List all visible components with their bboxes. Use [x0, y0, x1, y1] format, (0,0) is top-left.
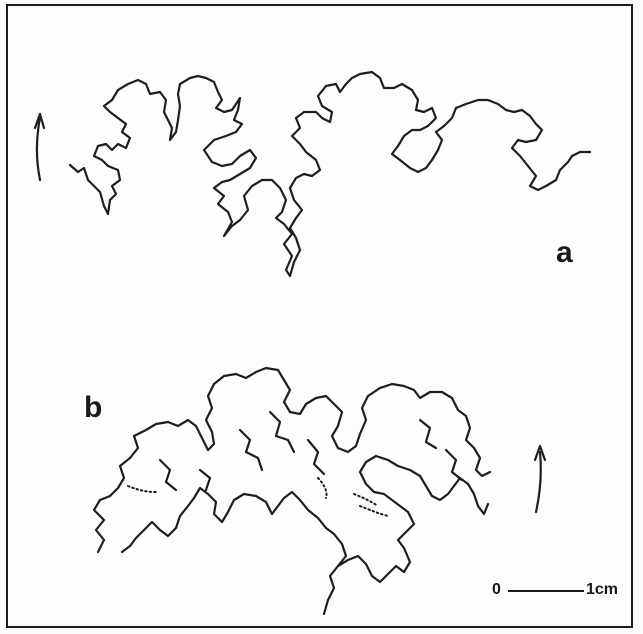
panel-label-a: a [556, 238, 573, 268]
scale-bar [508, 590, 584, 592]
suture-line-b [94, 368, 490, 614]
scale-bar-end-label: 1cm [586, 582, 618, 598]
growth-direction-arrow-b [535, 446, 545, 512]
growth-direction-arrow-a [35, 114, 44, 180]
scale-bar-start-label: 0 [492, 582, 501, 598]
panel-label-b: b [84, 393, 102, 423]
suture-line-a [70, 72, 590, 276]
